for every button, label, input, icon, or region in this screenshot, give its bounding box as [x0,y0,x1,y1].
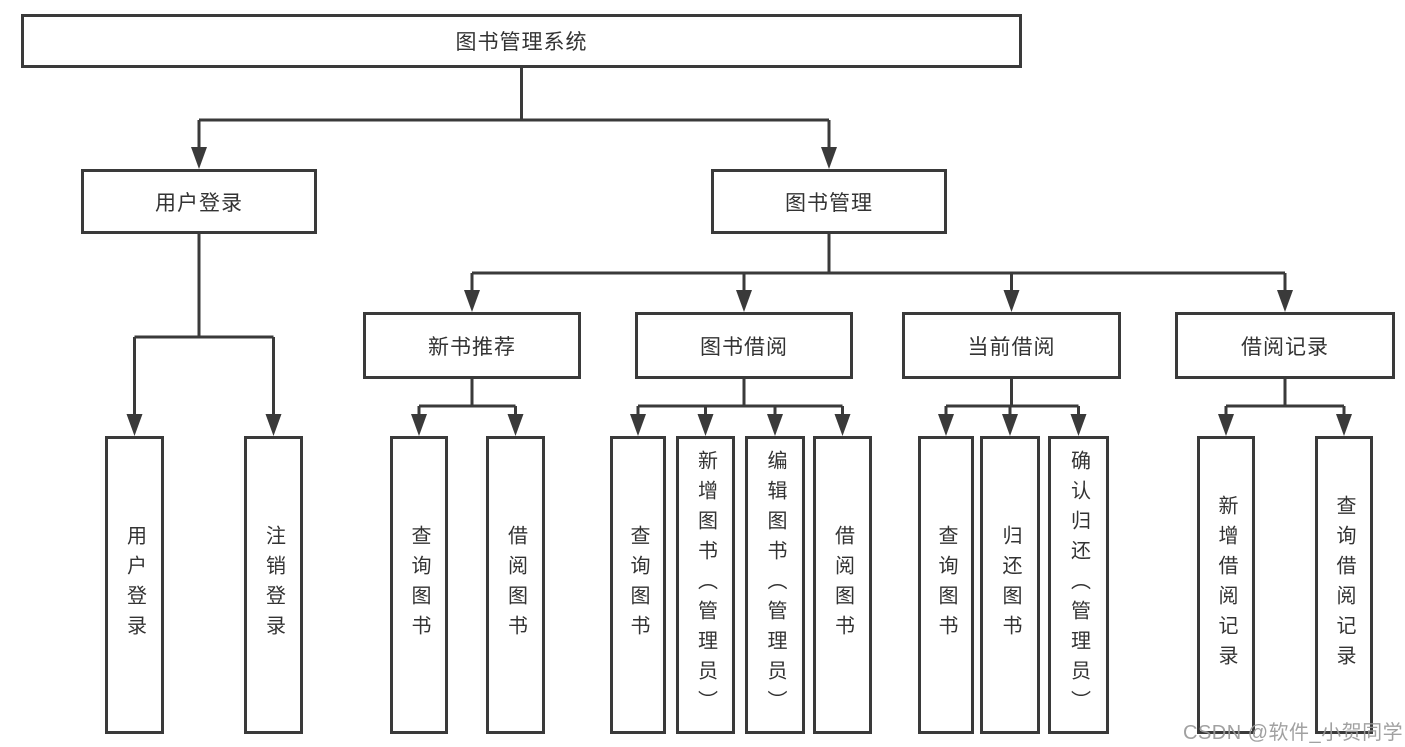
arrowheads-user-login-children [126,414,282,436]
node-user-login: 用户登录 [81,169,317,234]
node-current-borrowing: 当前借阅 [902,312,1121,379]
node-book-borrowing: 图书借阅 [635,312,853,379]
node-library-system: 图书管理系统 [21,14,1022,68]
node-book-management: 图书管理 [711,169,947,234]
connector-book-mgmt-children [470,234,1287,295]
leaf-query-books-borrowing: 查询图书 [610,436,666,734]
leaf-query-borrow-record: 查询借阅记录 [1315,436,1373,734]
leaf-logout: 注销登录 [244,436,303,734]
leaf-borrow-books: 借阅图书 [813,436,872,734]
connector-root-to-level2 [197,68,831,152]
node-borrowing-records: 借阅记录 [1175,312,1395,379]
leaf-query-books-recommend: 查询图书 [390,436,448,734]
arrowheads-level3 [464,290,1293,312]
connector-current-borrow-children [944,379,1080,419]
leaf-edit-books-admin: 编辑图书（管理员） [745,436,805,734]
leaf-confirm-return-admin: 确认归还（管理员） [1048,436,1109,734]
leaf-query-books-current: 查询图书 [918,436,974,734]
csdn-watermark: CSDN @软件_小贺同学 [1183,722,1404,744]
leaf-add-books-admin: 新增图书（管理员） [676,436,735,734]
leaf-return-books: 归还图书 [980,436,1040,734]
connector-borrow-records-children [1224,379,1346,419]
arrowheads-level4 [411,414,1352,436]
leaf-add-borrow-record: 新增借阅记录 [1197,436,1255,734]
connector-book-borrow-children [636,379,844,419]
arrowheads-level2 [191,147,837,169]
leaf-user-login: 用户登录 [105,436,164,734]
node-new-book-recommend: 新书推荐 [363,312,581,379]
connector-user-login-children [133,234,275,419]
connector-new-book-children [417,379,517,419]
leaf-borrow-books-recommend: 借阅图书 [486,436,545,734]
